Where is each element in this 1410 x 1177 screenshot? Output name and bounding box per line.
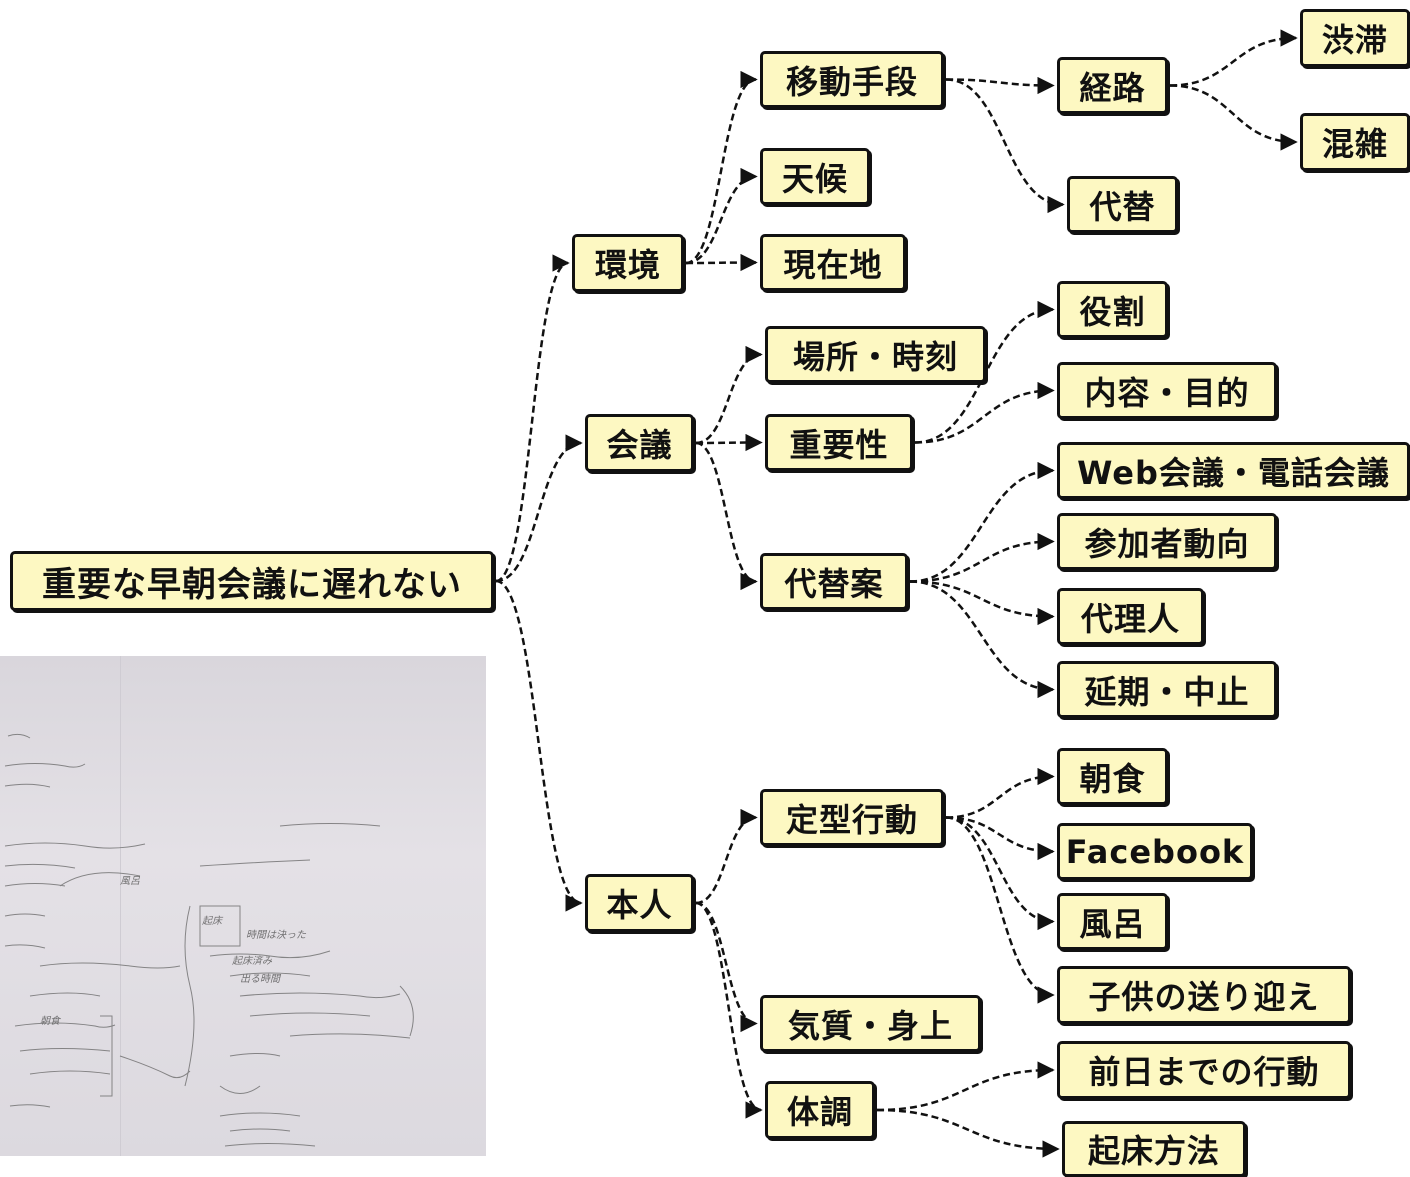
connector-arrow	[695, 433, 763, 452]
whiteboard-note: 朝食	[40, 1016, 60, 1027]
node-route[interactable]: 経路	[1057, 57, 1168, 114]
mindmap-root-node[interactable]: 重要な早朝会議に遅れない	[10, 551, 494, 611]
whiteboard-note: 出る時間	[240, 974, 280, 985]
connector-arrow	[945, 816, 1055, 861]
connector-arrow	[495, 579, 583, 912]
whiteboard-note: 風呂	[120, 876, 140, 887]
node-importance[interactable]: 重要性	[765, 414, 913, 471]
connector-arrow	[876, 1108, 1060, 1158]
connector-arrow	[945, 816, 1055, 931]
connector-arrow	[945, 76, 1055, 95]
node-congestion[interactable]: 混雑	[1300, 113, 1410, 171]
connector-arrow	[945, 78, 1065, 214]
whiteboard-note: 時間は決った	[246, 930, 306, 941]
node-facebook[interactable]: Facebook	[1057, 823, 1253, 880]
node-participant-trends[interactable]: 参加者動向	[1057, 513, 1277, 570]
node-role[interactable]: 役割	[1057, 281, 1168, 338]
connector-arrow	[695, 808, 758, 905]
node-current-location[interactable]: 現在地	[760, 234, 906, 291]
connector-arrow	[695, 441, 758, 591]
connector-arrow	[685, 70, 758, 265]
node-bath[interactable]: 風呂	[1057, 893, 1168, 950]
node-web-phone-meeting[interactable]: Web会議・電話会議	[1057, 442, 1410, 499]
connector-arrow	[909, 461, 1055, 583]
node-routine-behavior[interactable]: 定型行動	[760, 789, 944, 846]
node-content-purpose[interactable]: 内容・目的	[1057, 362, 1277, 419]
whiteboard-seam	[120, 656, 121, 1156]
connector-arrow	[685, 253, 758, 272]
branch-node-self[interactable]: 本人	[585, 874, 694, 932]
whiteboard-note: 起床済み	[232, 956, 272, 967]
connector-arrow	[909, 580, 1055, 699]
node-temperament[interactable]: 気質・身上	[760, 995, 981, 1052]
connector-arrow	[909, 532, 1055, 583]
connector-arrow	[495, 434, 583, 583]
node-child-pickup[interactable]: 子供の送り迎え	[1057, 966, 1351, 1024]
branch-node-meeting[interactable]: 会議	[585, 414, 694, 472]
connector-arrow	[945, 767, 1055, 819]
connector-arrow	[876, 1061, 1055, 1112]
node-traffic-jam[interactable]: 渋滞	[1300, 9, 1410, 67]
whiteboard-photo: 起床 時間は決った 起床済み 出る時間 風呂 朝食	[0, 656, 486, 1156]
node-proxy[interactable]: 代理人	[1057, 588, 1204, 645]
connector-arrow	[695, 901, 758, 1033]
connector-arrow	[695, 901, 763, 1119]
whiteboard-scribbles	[4, 733, 414, 1147]
node-wake-method[interactable]: 起床方法	[1062, 1121, 1246, 1177]
node-alternative[interactable]: 代替	[1067, 176, 1178, 233]
connector-arrow	[914, 381, 1055, 444]
node-physical-condition[interactable]: 体調	[765, 1081, 875, 1139]
node-place-time[interactable]: 場所・時刻	[765, 326, 986, 383]
node-postpone-cancel[interactable]: 延期・中止	[1057, 661, 1277, 718]
node-breakfast[interactable]: 朝食	[1057, 748, 1168, 805]
node-transport[interactable]: 移動手段	[760, 51, 944, 108]
connector-arrow	[945, 816, 1055, 1004]
node-previous-day-actions[interactable]: 前日までの行動	[1057, 1041, 1351, 1099]
node-alternative-plan[interactable]: 代替案	[760, 553, 908, 610]
connector-arrow	[495, 254, 570, 583]
connector-arrow	[1169, 29, 1298, 87]
connector-arrow	[1169, 84, 1298, 151]
connector-arrow	[695, 345, 763, 445]
branch-node-environment[interactable]: 環境	[572, 234, 684, 292]
connector-arrow	[685, 167, 758, 265]
node-weather[interactable]: 天候	[760, 148, 870, 205]
whiteboard-note: 起床	[202, 916, 222, 927]
connector-arrow	[909, 580, 1055, 626]
